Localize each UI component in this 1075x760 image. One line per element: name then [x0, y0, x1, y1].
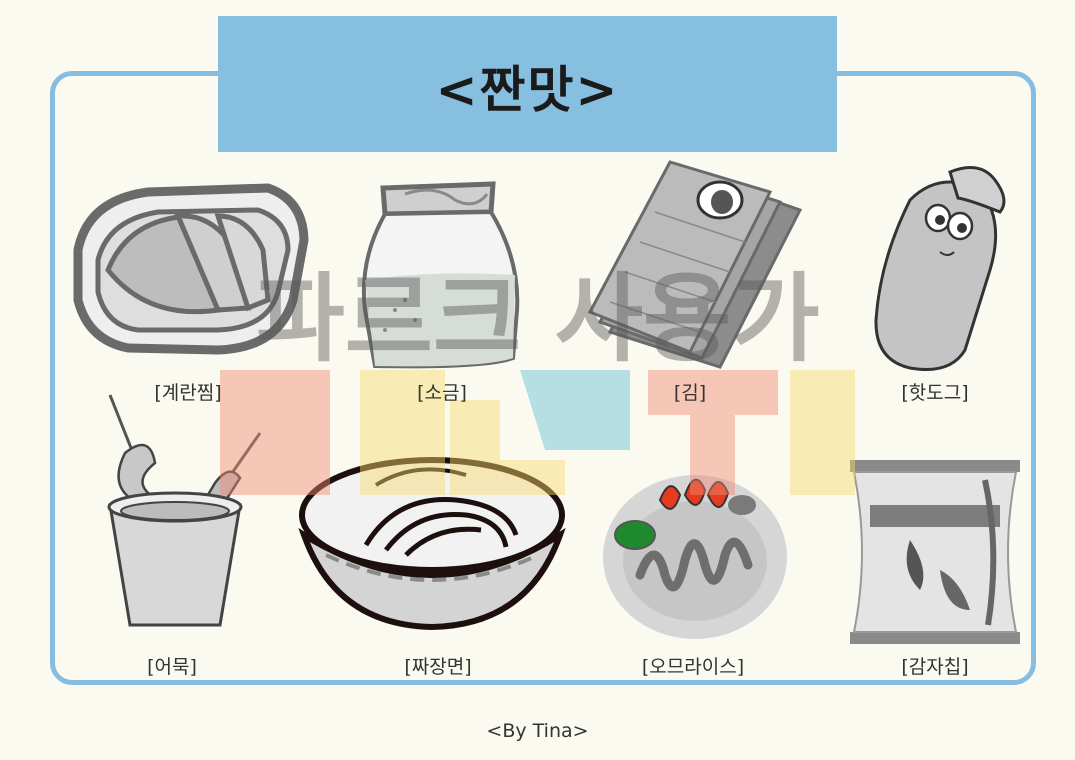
page-title: <짠맛> — [435, 61, 620, 119]
item-jjajangmyeon — [296, 455, 568, 635]
fishcake-skewer-cup-icon — [107, 394, 262, 627]
item-fishcake — [95, 393, 265, 633]
label-jjajangmyeon: [짜장면] — [404, 656, 472, 678]
title-banner: <짠맛> — [218, 16, 837, 152]
seaweed-sheets-icon — [587, 160, 803, 369]
item-steamed-egg — [68, 180, 309, 360]
label-seaweed: [김] — [673, 382, 707, 404]
salt-jar-icon — [361, 181, 520, 369]
label-fishcake: [어묵] — [147, 656, 197, 678]
label-omurice: [오므라이스] — [641, 656, 745, 678]
label-steamed-egg: [계란찜] — [154, 382, 222, 404]
potato-chip-bag-icon — [850, 460, 1020, 644]
author-credit: <By Tina> — [486, 720, 589, 742]
jjajangmyeon-bowl-icon — [298, 457, 566, 631]
item-salt — [355, 180, 525, 370]
steamed-egg-bowl-icon — [73, 183, 309, 355]
item-hotdog — [870, 160, 1010, 375]
label-salt: [소금] — [417, 382, 467, 404]
hotdog-character-icon — [874, 166, 1006, 372]
item-seaweed — [587, 160, 805, 372]
item-potato-chip — [850, 460, 1020, 645]
item-omurice — [600, 465, 790, 645]
omurice-plate-icon — [603, 475, 787, 639]
label-hotdog: [핫도그] — [901, 382, 969, 404]
label-potato-chip: [감자칩] — [901, 656, 969, 678]
